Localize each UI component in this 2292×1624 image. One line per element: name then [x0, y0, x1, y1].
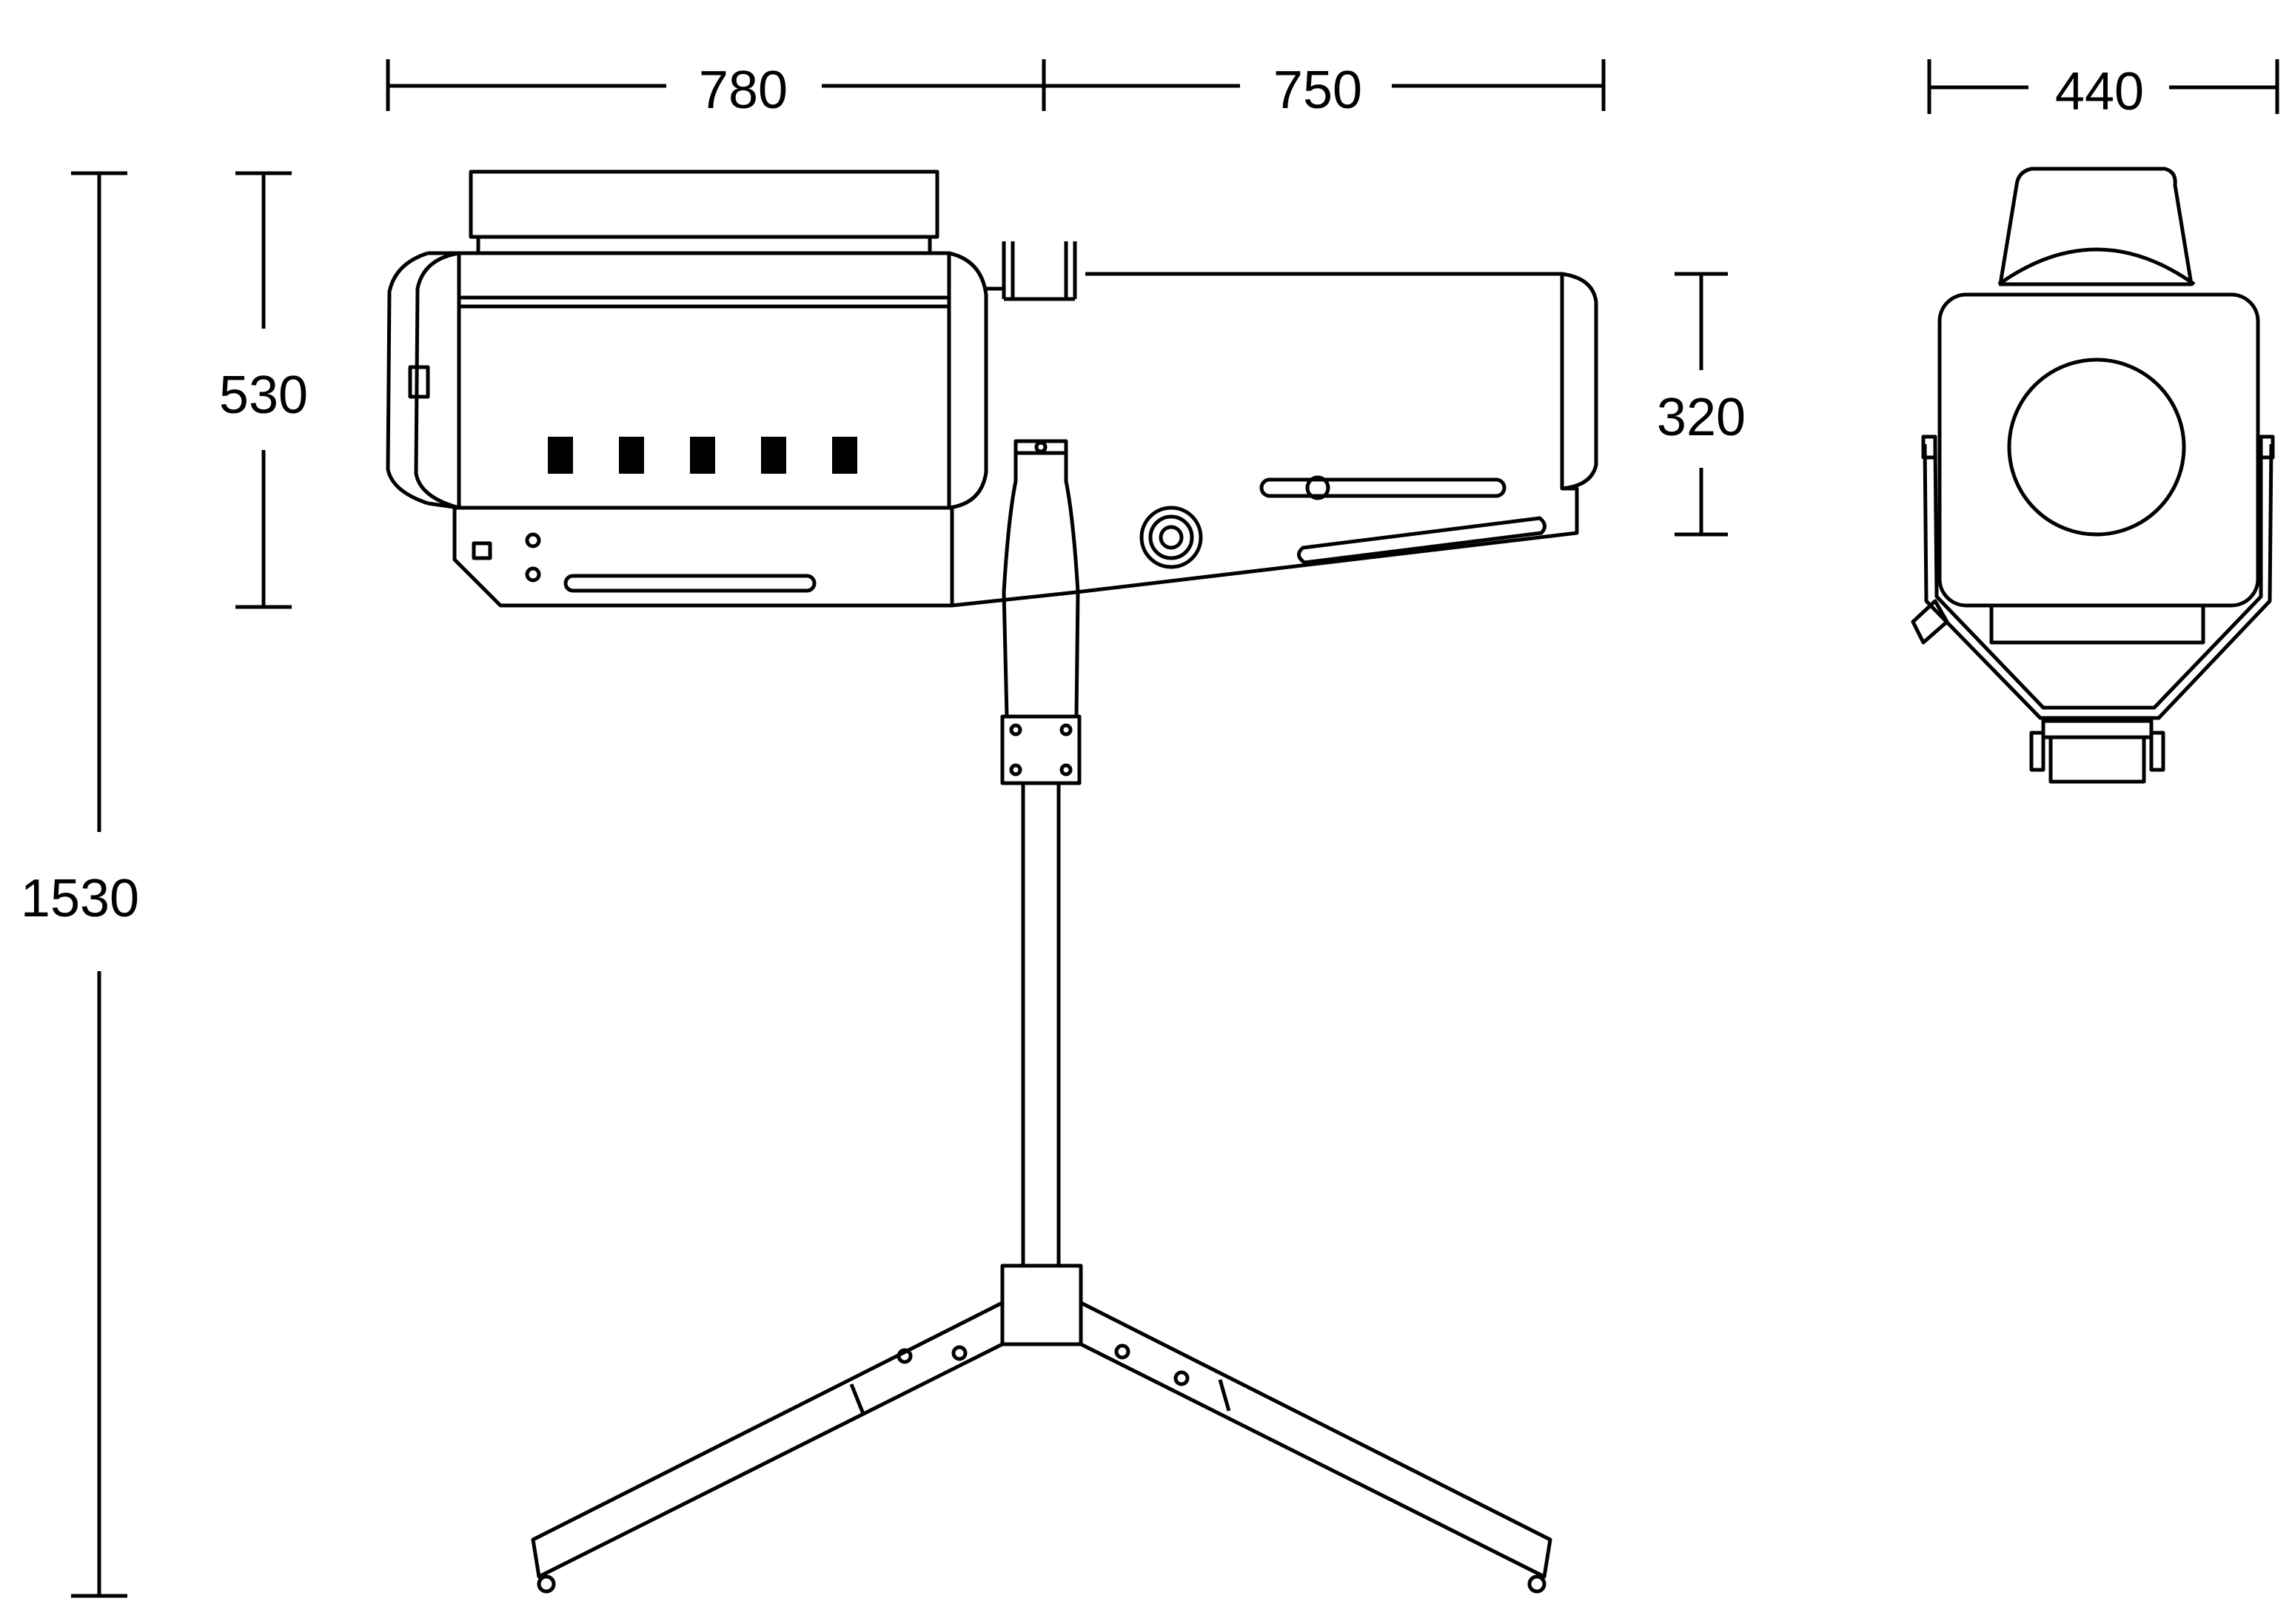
rear-latch — [408, 365, 430, 399]
zoom-slider-knob — [1305, 475, 1330, 500]
vent-slot-2 — [619, 437, 644, 474]
control-knob-1 — [525, 532, 541, 548]
tripod-leg-left — [531, 1301, 1004, 1594]
panel-slider-slot — [563, 574, 817, 593]
top-vent-housing — [469, 170, 939, 253]
dim-label-lamp-body-length: 780 — [699, 61, 788, 120]
dim-label-lens-tube-height: 320 — [1657, 388, 1746, 447]
front-housing — [1937, 292, 2260, 608]
front-lower-box — [1989, 603, 2205, 645]
mounting-plate — [1000, 714, 1082, 785]
tilt-lock-knob — [1911, 599, 1949, 645]
front-bottom-mount — [2029, 719, 2165, 784]
front-view — [1911, 167, 2275, 784]
front-yoke — [1921, 434, 2275, 720]
focus-knob — [1139, 506, 1203, 569]
dim-lens-tube-height: 320 — [1657, 272, 1746, 537]
side-view — [386, 170, 1598, 1594]
control-panel — [452, 506, 954, 608]
dim-lens-tube-length: 750 — [1044, 59, 1606, 120]
handle-bracket — [1002, 241, 1077, 301]
front-top-hood — [1997, 167, 2196, 286]
focus-slider-slot — [1297, 516, 1547, 565]
tripod-hub — [1000, 1264, 1083, 1346]
lamp-body — [457, 251, 988, 510]
dim-label-lamp-body-height: 530 — [219, 366, 308, 425]
dim-front-width: 440 — [1927, 59, 2279, 121]
vent-slot-1 — [548, 437, 573, 474]
vent-slot-4 — [761, 437, 786, 474]
dim-label-overall-height: 1530 — [21, 869, 139, 928]
dim-overall-height: 1530 — [21, 171, 139, 1598]
dim-lamp-body-length: 780 — [386, 59, 1046, 120]
zoom-slider-slot — [1259, 477, 1507, 498]
vent-slot-5 — [832, 437, 857, 474]
dim-lamp-body-height: 530 — [219, 171, 308, 609]
power-switch — [472, 541, 492, 560]
dim-label-lens-tube-length: 750 — [1273, 61, 1362, 120]
vent-slot-3 — [690, 437, 715, 474]
front-lens — [2007, 358, 2186, 537]
rear-cap — [386, 251, 460, 510]
control-knob-2 — [525, 566, 541, 583]
yoke-arm — [1002, 439, 1080, 719]
tripod-leg-right — [1079, 1301, 1552, 1594]
dim-label-front-width: 440 — [2055, 62, 2144, 121]
stand-pole — [1021, 781, 1061, 1268]
